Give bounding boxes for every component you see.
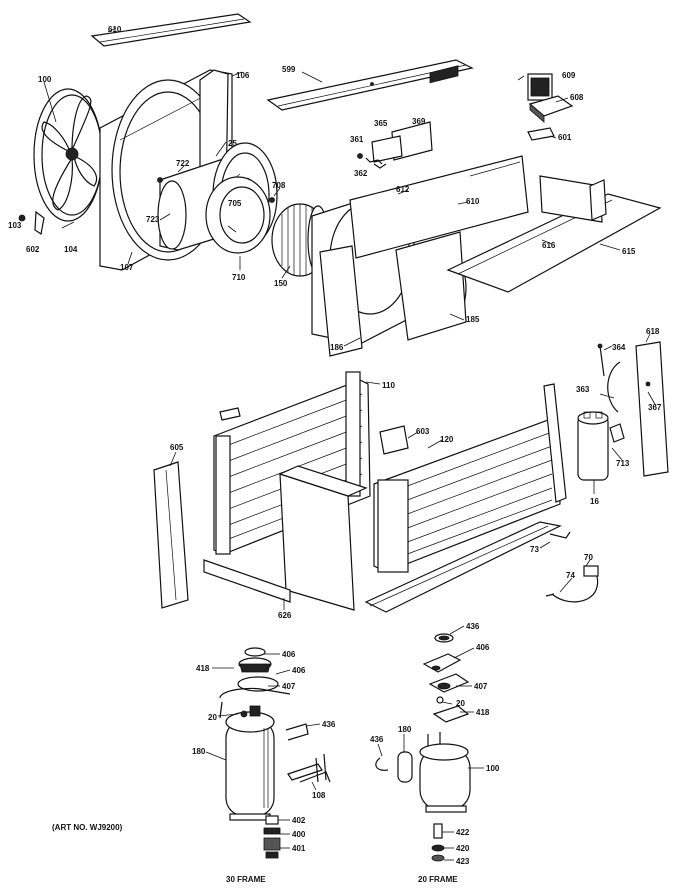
callout-626: 626 (278, 611, 292, 620)
base-rail (203, 521, 571, 613)
callout-20-left: 20 (208, 713, 217, 722)
callout-418-right: 418 (476, 708, 490, 717)
top-shroud-panel (90, 13, 252, 47)
callout-436-right: 436 (370, 735, 384, 744)
callout-363: 363 (576, 385, 590, 394)
compressor-20-mounts (431, 823, 445, 862)
callout-73: 73 (530, 545, 539, 554)
base-pan-top (446, 175, 662, 293)
callout-186: 186 (330, 343, 344, 352)
drain-hose (545, 565, 599, 603)
art-number-caption: (ART NO. WJ9200) (52, 823, 123, 832)
callout-603: 603 (416, 427, 430, 436)
top-cover-panel (266, 59, 474, 111)
callout-605: 605 (170, 443, 184, 452)
callout-402: 402 (292, 816, 306, 825)
callout-185: 185 (466, 315, 480, 324)
callout-708: 708 (272, 181, 286, 190)
callout-180-left: 180 (192, 747, 206, 756)
corner-brace (219, 383, 567, 503)
callout-70: 70 (584, 553, 593, 562)
callout-401: 401 (292, 844, 306, 853)
callout-400: 400 (292, 830, 306, 839)
callout-713: 713 (616, 459, 630, 468)
callout-labels: 610 106 100 25 722 723 103 602 104 107 7… (8, 25, 662, 866)
small-hardware-left (18, 177, 275, 236)
callout-108: 108 (312, 791, 326, 800)
callout-407-left: 407 (282, 682, 296, 691)
callout-180-right: 180 (398, 725, 412, 734)
motor-mount-ring (205, 176, 271, 254)
callout-367: 367 (648, 403, 662, 412)
callout-150: 150 (274, 279, 288, 288)
callout-364: 364 (612, 343, 626, 352)
callout-104: 104 (64, 245, 78, 254)
callout-705: 705 (228, 199, 242, 208)
side-panel-605 (153, 461, 189, 609)
top-right-parts (527, 73, 574, 141)
callout-25: 25 (228, 139, 237, 148)
callout-599: 599 (282, 65, 296, 74)
evaporator-coil (373, 419, 561, 573)
callout-107: 107 (120, 263, 134, 272)
callout-74: 74 (566, 571, 575, 580)
callout-361: 361 (350, 135, 364, 144)
callout-610-right: 610 (466, 197, 480, 206)
leader-lines (43, 27, 657, 861)
callout-609: 609 (562, 71, 576, 80)
grommet-clip-108 (287, 753, 331, 783)
callout-422: 422 (456, 828, 470, 837)
callout-16: 16 (590, 497, 599, 506)
callout-106: 106 (236, 71, 250, 80)
callout-103: 103 (8, 221, 22, 230)
callout-369: 369 (412, 117, 426, 126)
callout-420: 420 (456, 844, 470, 853)
callout-618: 618 (646, 327, 660, 336)
compressor-30-mounts (263, 815, 281, 859)
callout-710: 710 (232, 273, 246, 282)
callout-100: 100 (38, 75, 52, 84)
callout-20-right: 20 (456, 699, 465, 708)
callout-423: 423 (456, 857, 470, 866)
callout-612: 612 (396, 185, 410, 194)
callout-436-left: 436 (322, 720, 336, 729)
callout-601: 601 (558, 133, 572, 142)
callout-602: 602 (26, 245, 40, 254)
partition-panel (349, 65, 529, 259)
callout-365: 365 (374, 119, 388, 128)
callout-406-left-top: 406 (282, 650, 296, 659)
frame-20-caption: 20 FRAME (418, 875, 458, 884)
center-barrier-panel (278, 465, 368, 611)
callout-407-right: 407 (474, 682, 488, 691)
callout-406-right: 406 (476, 643, 490, 652)
callout-436-right-top: 436 (466, 622, 480, 631)
callout-362: 362 (354, 169, 368, 178)
callout-722: 722 (176, 159, 190, 168)
callout-723: 723 (146, 215, 160, 224)
capacitor-strap (609, 423, 625, 443)
callout-615: 615 (622, 247, 636, 256)
condenser-fan-blade (33, 88, 103, 222)
callout-110: 110 (382, 381, 395, 390)
callout-418-left: 418 (196, 664, 210, 673)
bracket-603 (379, 425, 409, 455)
frame-30-caption: 30 FRAME (226, 875, 266, 884)
run-capacitor (577, 411, 609, 481)
callout-610: 610 (108, 25, 122, 34)
callout-100-right: 100 (486, 764, 500, 773)
callout-608: 608 (570, 93, 584, 102)
callout-120: 120 (440, 435, 454, 444)
compressor-30-frame (219, 647, 291, 821)
control-switch-parts (357, 121, 433, 169)
bracket-436-left (285, 723, 309, 741)
callout-406-left: 406 (292, 666, 306, 675)
right-side-bracket (597, 341, 669, 477)
compressor-20-frame (375, 633, 471, 813)
callout-616: 616 (542, 241, 556, 250)
